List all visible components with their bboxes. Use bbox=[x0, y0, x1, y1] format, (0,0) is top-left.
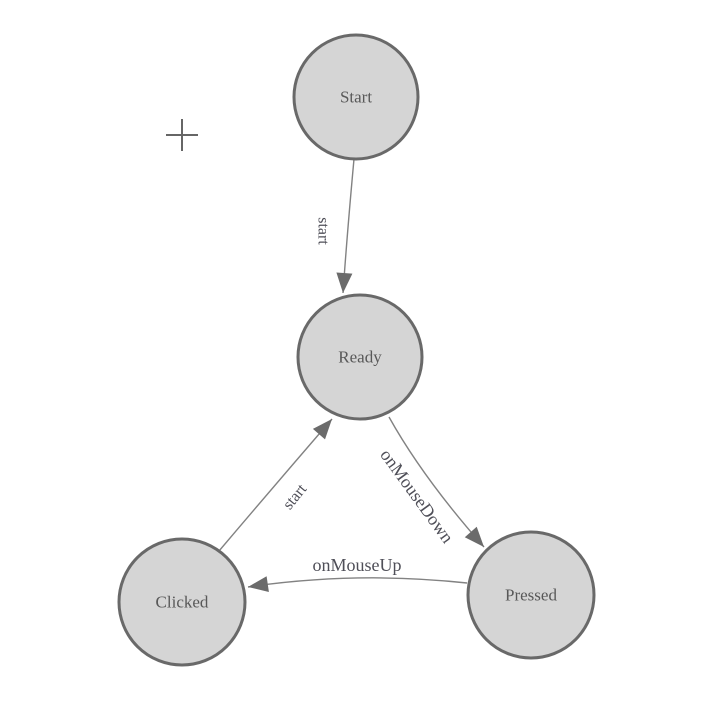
transition-line[interactable] bbox=[218, 418, 333, 552]
transition-start-to-ready[interactable] bbox=[336, 158, 355, 294]
arrowhead-marker bbox=[336, 272, 353, 293]
transition-clicked-to-ready[interactable] bbox=[218, 418, 333, 552]
state-node-clicked[interactable]: Clicked bbox=[117, 537, 247, 667]
arrowhead-marker bbox=[248, 576, 269, 592]
state-node-ready[interactable]: Ready bbox=[296, 293, 424, 421]
transition-label-clicked-to-ready: start bbox=[280, 481, 311, 514]
transition-label-pressed-to-clicked: onMouseUp bbox=[313, 555, 402, 575]
arrowhead-marker bbox=[464, 526, 484, 547]
state-node-start[interactable]: Start bbox=[292, 33, 420, 161]
state-circle-start[interactable] bbox=[292, 33, 420, 161]
arrowhead-marker bbox=[312, 419, 332, 440]
transition-line[interactable] bbox=[388, 416, 485, 548]
transition-ready-to-pressed[interactable] bbox=[388, 416, 485, 548]
state-circle-ready[interactable] bbox=[296, 293, 424, 421]
state-label-start: Start bbox=[340, 88, 372, 107]
state-circle-clicked[interactable] bbox=[117, 537, 247, 667]
state-circle-pressed[interactable] bbox=[466, 530, 596, 660]
transition-label-start-to-ready: start bbox=[315, 217, 332, 245]
state-node-pressed[interactable]: Pressed bbox=[466, 530, 596, 660]
transition-line[interactable] bbox=[247, 577, 468, 588]
state-label-pressed: Pressed bbox=[505, 586, 557, 605]
transition-label-ready-to-pressed: onMouseDown bbox=[376, 445, 457, 547]
transition-pressed-to-clicked[interactable] bbox=[247, 576, 468, 592]
origin-crosshair bbox=[166, 119, 198, 151]
state-label-clicked: Clicked bbox=[156, 593, 209, 612]
state-label-ready: Ready bbox=[338, 348, 382, 367]
transition-line[interactable] bbox=[342, 158, 355, 294]
